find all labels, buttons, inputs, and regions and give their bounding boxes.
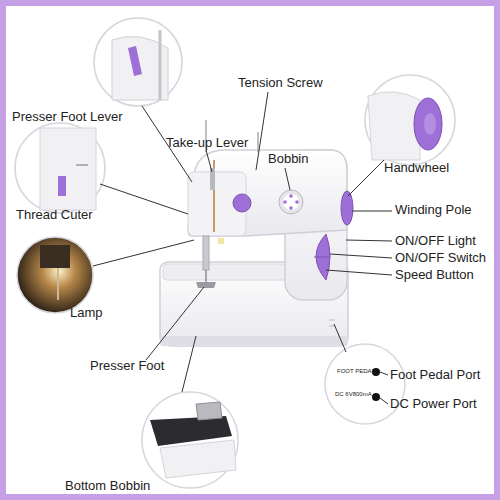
leader-line xyxy=(346,240,392,241)
detail-inset xyxy=(325,344,405,424)
inset-handwheel xyxy=(424,113,436,135)
bobbin-dial xyxy=(279,190,303,214)
handwheel xyxy=(341,191,353,225)
inset-machine xyxy=(40,128,96,210)
part-label: Lamp xyxy=(70,306,103,320)
dc-power-port xyxy=(372,393,380,401)
inset-needle xyxy=(57,268,59,300)
part-label: Bobbin xyxy=(268,152,308,166)
lamp-bulb xyxy=(218,238,224,244)
part-label: Thread Cuter xyxy=(16,208,93,222)
cutter-part xyxy=(58,176,66,196)
leader-line xyxy=(256,92,268,170)
port-marking: DC 6V800mA xyxy=(335,391,372,398)
frame xyxy=(3,3,497,497)
part-label: Bottom Bobbin xyxy=(65,479,150,493)
port-mark xyxy=(329,320,335,321)
inset-machine xyxy=(368,92,420,160)
needle xyxy=(205,270,207,283)
leader-line xyxy=(326,270,392,275)
button-divider xyxy=(314,257,330,258)
cutter-blade xyxy=(76,164,88,166)
detail-inset xyxy=(15,123,105,213)
part-label: ON/OFF Light xyxy=(395,234,476,248)
inset-handwheel xyxy=(414,98,442,150)
inset-machine xyxy=(40,245,70,268)
leader-line xyxy=(100,184,188,214)
needle-bar xyxy=(203,236,209,270)
port-marking: FOOT PEDAL xyxy=(337,368,375,375)
inset-foot xyxy=(196,402,222,420)
sewing-plate xyxy=(163,264,291,280)
leader-line xyxy=(330,254,392,258)
part-label: Handwheel xyxy=(384,161,449,175)
part-label: Tension Screw xyxy=(238,76,323,90)
port-mark xyxy=(329,326,335,327)
leader-line xyxy=(206,150,212,172)
leader-line xyxy=(352,211,392,212)
machine-arm xyxy=(188,150,347,236)
detail-inset xyxy=(94,18,182,106)
part-label: ON/OFF Switch xyxy=(395,251,486,265)
leader-line xyxy=(334,324,346,352)
leader-line xyxy=(380,398,388,404)
part-label: Presser Foot Lever xyxy=(12,110,123,124)
inset-bar xyxy=(159,30,162,100)
tension-knob xyxy=(233,194,251,212)
bobbin-dial xyxy=(283,194,299,210)
spool-pin xyxy=(257,132,259,152)
part-label: Speed Button xyxy=(395,268,474,282)
detail-inset xyxy=(365,75,455,165)
leader-line xyxy=(93,240,194,266)
presser-foot xyxy=(196,282,216,288)
leader-line xyxy=(285,168,290,190)
dial-dot xyxy=(295,200,299,204)
part-label: Presser Foot xyxy=(90,359,164,373)
leader-line xyxy=(146,287,204,360)
leader-line xyxy=(182,336,196,392)
part-label: Take-up Lever xyxy=(166,136,248,150)
take-up-lever xyxy=(210,168,215,190)
dial-dot xyxy=(289,206,293,210)
base-foot xyxy=(160,336,348,346)
lever-part xyxy=(128,46,142,76)
dial-dot xyxy=(283,200,287,204)
dial-dot xyxy=(289,194,293,198)
part-label: Winding Pole xyxy=(395,203,472,217)
part-label: DC Power Port xyxy=(390,397,477,411)
leader-lines xyxy=(93,92,392,404)
leader-line xyxy=(348,160,384,196)
part-label: Foot Pedal Port xyxy=(390,368,480,382)
detail-inset xyxy=(142,392,238,488)
lamp-inset xyxy=(17,237,93,313)
inset-machine xyxy=(160,440,236,478)
leader-line xyxy=(380,372,388,375)
